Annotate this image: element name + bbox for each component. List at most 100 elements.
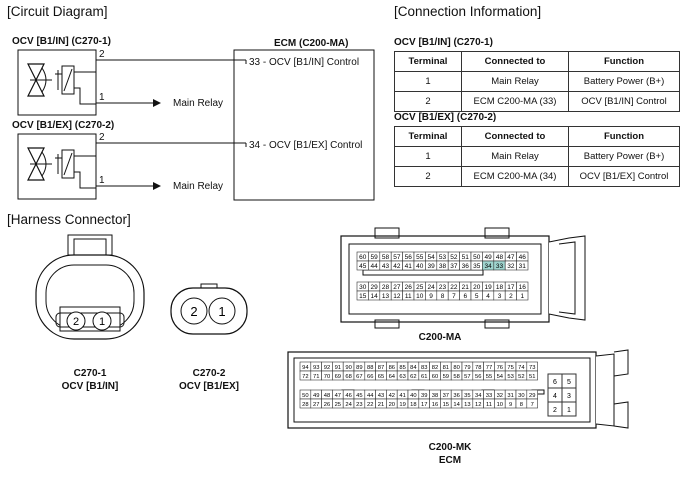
connector-pin-label: 44 — [367, 393, 374, 399]
connector-pin-label: 61 — [421, 374, 427, 380]
connector-pin-label: 60 — [359, 254, 367, 261]
connector-pin-label: 22 — [367, 402, 373, 408]
connector-pin — [526, 370, 538, 381]
c270-1-caption: C270-1 OCV [B1/IN] — [50, 367, 130, 393]
ocv-ex-box — [17, 133, 97, 200]
connector-pin — [516, 290, 529, 301]
connector-pin-label: 21 — [462, 284, 470, 291]
connector-pin-label: 21 — [378, 402, 384, 408]
connector-pin-label: 41 — [405, 263, 413, 270]
table-cell: Battery Power (B+) — [568, 146, 680, 167]
connector-pin-label: 77 — [486, 365, 492, 371]
connector-pin-label: 46 — [345, 393, 351, 399]
connector-pin-label: 70 — [324, 374, 330, 380]
connector-pin-label: 45 — [356, 393, 362, 399]
connector-pin-label: 49 — [313, 393, 319, 399]
connector-pin-label: 4 — [486, 293, 490, 300]
connector-side-pin-label: 3 — [567, 393, 571, 400]
connector-pin-label: 45 — [359, 263, 367, 270]
connector-pin-label: 16 — [432, 402, 438, 408]
connector-pin-label: 48 — [496, 254, 504, 261]
connector-pin-label: 38 — [439, 263, 447, 270]
table-cell: 2 — [394, 166, 462, 187]
connector-pin-label: 71 — [313, 374, 319, 380]
connector-pin-label: 20 — [473, 284, 481, 291]
table-header: Connected to — [461, 51, 569, 72]
connector-pin-label: 2 — [509, 293, 513, 300]
connector-side-pin-label: 4 — [553, 393, 557, 400]
connection-table-ocv-in: Terminal Connected to Function 1 Main Re… — [394, 51, 680, 112]
connector-pin-label: 57 — [464, 374, 470, 380]
connector-pin-label: 76 — [497, 365, 503, 371]
connector-pin-label: 39 — [421, 393, 427, 399]
table-header-row: Terminal Connected to Function — [394, 51, 680, 72]
connector-pin-label: 83 — [421, 365, 427, 371]
connector-pin-label: 46 — [519, 254, 527, 261]
connector-pin-label: 49 — [484, 254, 492, 261]
harness-connector-title: [Harness Connector] — [7, 212, 131, 227]
connector-pin-label: 43 — [378, 393, 384, 399]
connector-pin-label: 26 — [405, 284, 413, 291]
connector-pin-label: 34 — [475, 393, 482, 399]
table-row: 1 Main Relay Battery Power (B+) — [394, 146, 680, 167]
connector-pin-label: 89 — [356, 365, 362, 371]
connector-pin-label: 24 — [427, 284, 435, 291]
connector-pin-label: 1 — [520, 293, 524, 300]
ocv-in-pin1: 1 — [99, 92, 105, 103]
connector-side-pin-label: 1 — [567, 407, 571, 414]
connector-pin-label: 65 — [378, 374, 384, 380]
connector-pin-label: 56 — [475, 374, 481, 380]
connector-pin-label: 37 — [443, 393, 449, 399]
connector-pin-label: 92 — [324, 365, 330, 371]
connector-pin-label: 19 — [484, 284, 492, 291]
connector-pin-label: 32 — [497, 393, 503, 399]
circuit-diagram-title: [Circuit Diagram] — [7, 4, 108, 19]
connector-pin-label: 20 — [389, 402, 395, 408]
connector-pin-label: 3 — [498, 293, 502, 300]
connector-pin-label: 69 — [335, 374, 341, 380]
connector-pin-label: 6 — [463, 293, 467, 300]
connector-pin-label: 40 — [410, 393, 416, 399]
connector-pin-label: 35 — [473, 263, 481, 270]
connector-pin-label: 17 — [421, 402, 427, 408]
connection-info-title: [Connection Information] — [394, 4, 542, 19]
connector-pin-label: 51 — [462, 254, 470, 261]
connector-pin-label: 15 — [443, 402, 449, 408]
connector-pin-label: 30 — [359, 284, 367, 291]
connector-pin-label: 67 — [356, 374, 362, 380]
connector-pin-label: 47 — [507, 254, 515, 261]
table-cell: Battery Power (B+) — [568, 71, 680, 92]
connector-pin-label: 24 — [345, 402, 352, 408]
connection-table-ocv-ex: Terminal Connected to Function 1 Main Re… — [394, 126, 680, 187]
connector-pin-label: 41 — [399, 393, 405, 399]
connector-pin-label: 59 — [370, 254, 378, 261]
circuit-wiring — [17, 49, 375, 201]
connector-pin-label: 17 — [507, 284, 515, 291]
connector-pin-label: 25 — [335, 402, 341, 408]
ocv-in-symbol — [27, 63, 96, 105]
table-cell: OCV [B1/IN] Control — [568, 91, 680, 112]
table-cell: 1 — [394, 146, 462, 167]
connector-pin-label: 78 — [475, 365, 481, 371]
connector-pin-label: 62 — [410, 374, 416, 380]
connector-side-pin-label: 5 — [567, 379, 571, 386]
connector-pin-label: 18 — [496, 284, 504, 291]
connector-pin-label: 68 — [345, 374, 351, 380]
connector-pin-label: 72 — [302, 374, 308, 380]
connector-pin-label: 54 — [427, 254, 435, 261]
connector-pin-label: 50 — [302, 393, 308, 399]
connector-pin-label: 23 — [356, 402, 362, 408]
connector-pin-label: 87 — [378, 365, 384, 371]
connector-pin-label: 10 — [416, 293, 424, 300]
connector-pin-label: 58 — [453, 374, 459, 380]
connector-pin-label: 18 — [410, 402, 416, 408]
ocv-in-box — [17, 49, 97, 116]
c270-2-pin-label: 2 — [190, 304, 197, 319]
table-header: Function — [568, 51, 680, 72]
ecm-label: ECM (C200-MA) — [274, 38, 349, 49]
c270-1-desc: OCV [B1/IN] — [61, 381, 119, 392]
connector-pin-label: 94 — [302, 365, 309, 371]
